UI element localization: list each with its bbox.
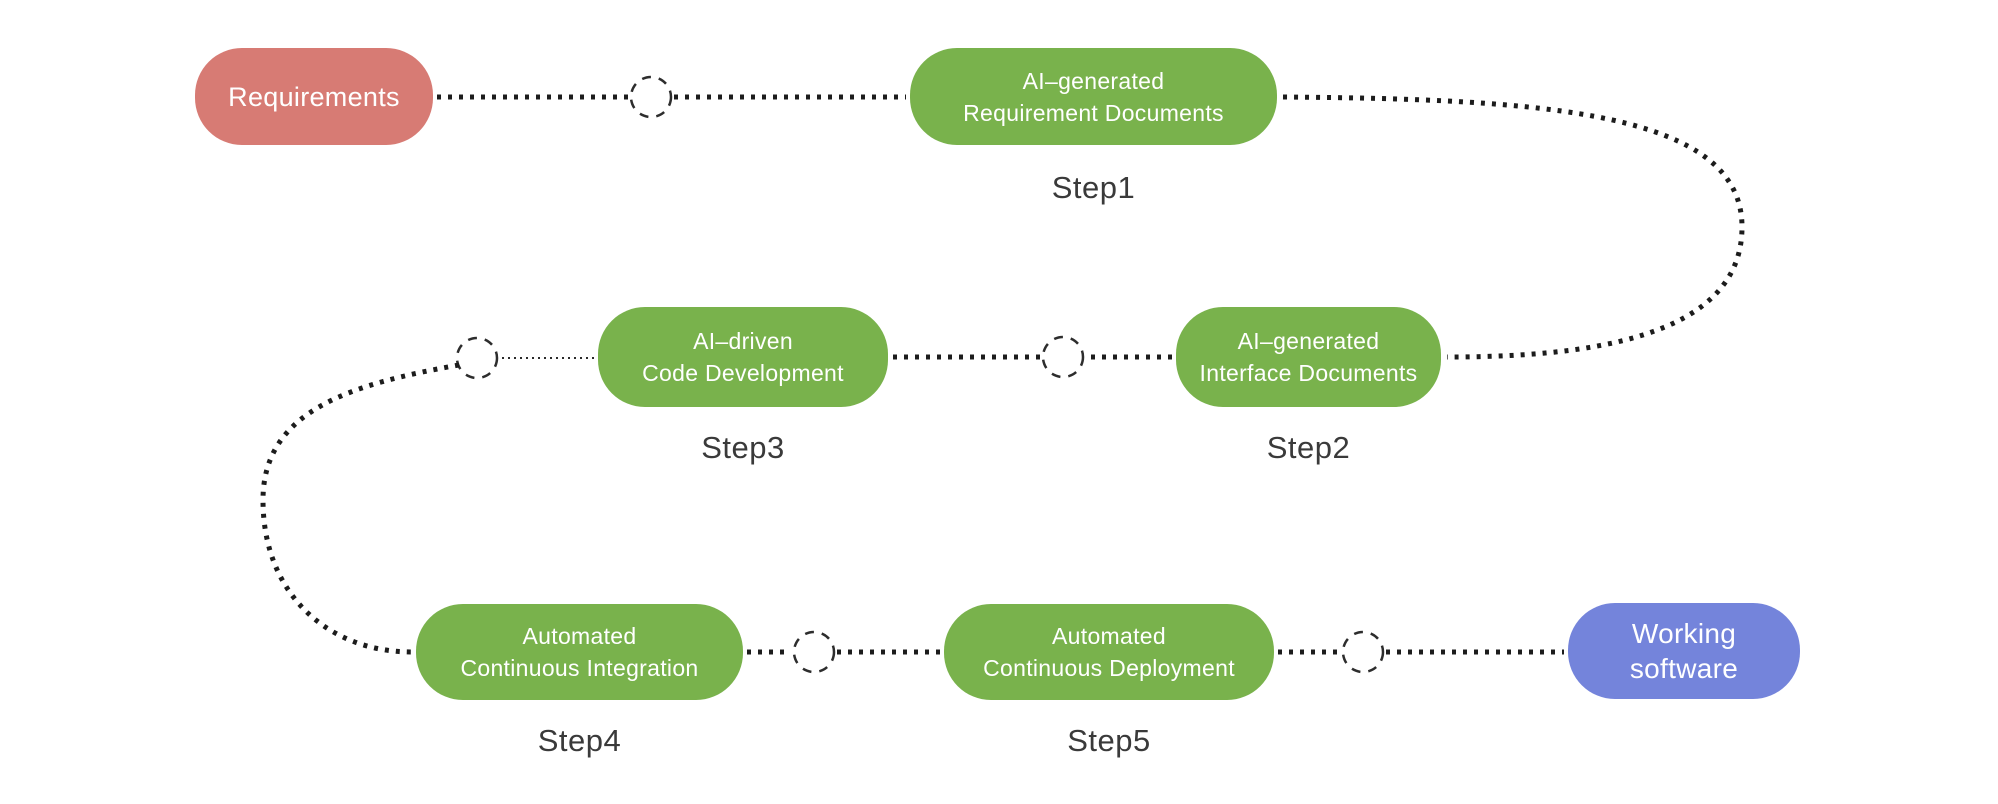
joint-circle-5 <box>1341 630 1385 674</box>
node-interface-documents: AI–generated Interface Documents <box>1176 307 1441 407</box>
node-continuous-deployment-line1: Automated <box>1052 623 1166 649</box>
node-interface-documents-line1: AI–generated <box>1237 328 1380 354</box>
step-label-1: Step1 <box>1051 170 1136 205</box>
node-interface-documents-line2: Interface Documents <box>1199 360 1418 386</box>
node-working-software: Working software <box>1568 603 1800 699</box>
node-code-development: AI–driven Code Development <box>598 307 888 407</box>
step-label-4: Step4 <box>537 723 622 758</box>
node-code-development-line1: AI–driven <box>693 328 793 354</box>
node-working-software-line2: software <box>1629 653 1739 684</box>
joint-circle-4 <box>792 630 836 674</box>
node-continuous-integration: Automated Continuous Integration <box>416 604 743 700</box>
node-requirements: Requirements <box>195 48 433 145</box>
node-code-development-line2: Code Development <box>642 360 844 386</box>
node-requirement-documents: AI–generated Requirement Documents <box>910 48 1277 145</box>
node-working-software-line1: Working <box>1631 618 1737 649</box>
node-requirement-documents-line2: Requirement Documents <box>963 99 1224 126</box>
step-label-2: Step2 <box>1266 430 1351 465</box>
node-continuous-integration-line2: Continuous Integration <box>460 655 699 681</box>
step-label-3: Step3 <box>701 430 785 465</box>
joint-circle-3 <box>455 336 499 380</box>
curve-step3-to-step4 <box>260 362 460 655</box>
node-requirements-label: Requirements <box>228 81 400 112</box>
curve-step1-to-step2 <box>1282 94 1745 360</box>
joint-circle-2 <box>1041 335 1085 379</box>
node-continuous-deployment: Automated Continuous Deployment <box>944 604 1274 700</box>
node-requirement-documents-line1: AI–generated <box>1022 67 1165 94</box>
step-label-5: Step5 <box>1067 723 1151 758</box>
node-continuous-deployment-line2: Continuous Deployment <box>983 655 1235 681</box>
node-continuous-integration-line1: Automated <box>522 623 637 649</box>
joint-circle-1 <box>629 75 673 119</box>
